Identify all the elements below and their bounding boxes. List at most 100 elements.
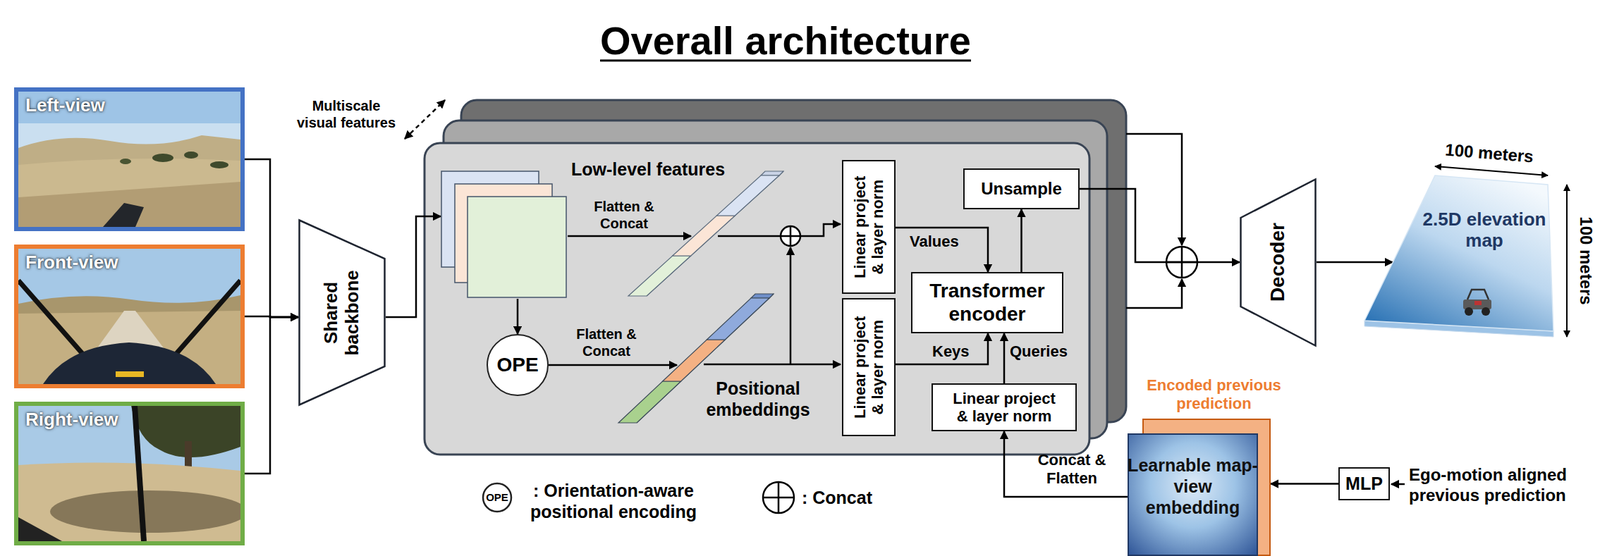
embedding-caption: Positional embeddings	[698, 377, 818, 421]
label-anchor: : Concat	[801, 487, 908, 509]
linear-project-box: Linear project & layer norm	[931, 383, 1077, 432]
embedding-bar-top	[750, 294, 774, 299]
vehicle-part	[102, 203, 144, 228]
bush	[152, 153, 174, 163]
legend-text: : Orientation-aware positional encoding	[518, 480, 709, 523]
label-anchor: Flatten & Concat	[567, 325, 646, 360]
bush	[119, 158, 132, 165]
input-label: Ego-motion aligned previous prediction	[1408, 465, 1597, 507]
connector	[895, 333, 988, 365]
camera-view: Left-view	[14, 87, 245, 232]
box-label: MLP	[1345, 473, 1383, 495]
connector	[1020, 209, 1023, 273]
connector	[1270, 483, 1339, 486]
flow-arrow	[567, 235, 692, 238]
connector	[1316, 261, 1393, 264]
label-anchor: OPE	[497, 497, 520, 511]
feature-map	[467, 196, 567, 298]
embedding-segment	[662, 339, 726, 382]
backbone-trapezoid: Shared backbone	[298, 219, 386, 407]
operation-label: Flatten & Concat	[567, 325, 646, 360]
dimension-line	[1434, 166, 1548, 176]
dashed-double-arrow	[404, 100, 445, 139]
rotated-label: Linear project & layer norm	[851, 313, 888, 423]
label-anchor: Multiscale visual features	[293, 97, 400, 132]
upsample-box: Unsample	[963, 168, 1080, 210]
token-segment	[716, 175, 780, 216]
box-label: Transformer encoder	[916, 279, 1058, 326]
token-segment	[628, 255, 692, 297]
rotated-label: Shared backbone	[320, 263, 364, 363]
shape-outline	[1364, 175, 1555, 338]
label-anchor: Overall architecture	[785, 40, 1157, 89]
roll-bar	[18, 280, 84, 355]
hills	[18, 135, 241, 228]
circle-label: OPE	[496, 353, 539, 377]
dimension-label: 100 meters	[1444, 140, 1534, 168]
legend-concat-sample	[762, 482, 795, 514]
camera-view: Front-view	[14, 244, 245, 389]
feature-note: Multiscale visual features	[293, 97, 400, 132]
connector	[1004, 431, 1128, 498]
dimension-line	[1566, 184, 1568, 338]
flow-line	[717, 235, 781, 238]
map-title: 2.5D elevation map	[1417, 209, 1552, 252]
concat-symbol	[780, 226, 801, 247]
decoder-trapezoid: Decoder	[1239, 178, 1317, 347]
dirt	[18, 181, 241, 228]
flow-arrow	[800, 224, 841, 237]
transformer-box: Transformer encoder	[911, 272, 1064, 334]
flow-arrow	[548, 364, 677, 367]
embedding-segment	[706, 298, 770, 340]
sky	[18, 91, 241, 228]
embedding-heading: Encoded previous prediction	[1127, 376, 1301, 414]
roll-bar	[175, 280, 241, 355]
hood-light	[115, 371, 144, 378]
feature-map-stack: Low-level features	[440, 170, 568, 299]
rotated-label: Linear project & layer norm	[851, 172, 888, 283]
label-anchor: Positional embeddings	[698, 377, 818, 421]
embedding-segment	[618, 381, 682, 424]
token-bar-top	[760, 171, 784, 176]
shape-outline	[440, 170, 568, 299]
vehicle-accent	[1474, 301, 1482, 306]
label-anchor: Ego-motion aligned previous prediction	[1408, 465, 1597, 507]
vehicle-part	[18, 517, 63, 542]
title: Overall architecture	[600, 16, 972, 65]
edge-label: Concat & Flatten	[1022, 451, 1122, 489]
stack-panel-front	[424, 143, 1090, 455]
grass	[18, 158, 241, 228]
box-label: Unsample	[980, 179, 1062, 199]
connector	[244, 317, 299, 474]
map-view-embedding: Encoded previous predictionLearnable map…	[1127, 418, 1271, 556]
vehicle-cage	[1467, 289, 1489, 300]
connector	[1079, 188, 1240, 263]
legend-sample-text: OPE	[485, 491, 509, 505]
flow-arrow	[1391, 483, 1405, 486]
camera-view: Right-view	[14, 401, 245, 546]
map-surface	[1364, 175, 1554, 332]
rotated-label: Decoder	[1266, 222, 1290, 302]
label-anchor: : Orientation-aware positional encoding	[518, 480, 709, 523]
mlp-box: MLP	[1338, 467, 1390, 501]
ope-circle: OPE	[486, 334, 549, 397]
connector	[385, 216, 441, 318]
bush	[210, 161, 229, 169]
dimension-label: 100 meters	[1576, 216, 1597, 305]
label-anchor: 100 meters	[1585, 260, 1600, 282]
edge-label: Values	[909, 232, 960, 252]
flow-arrow	[1126, 279, 1182, 309]
legend-concat-cross	[762, 482, 795, 514]
trapezoid-outline	[1241, 179, 1316, 347]
connector	[516, 298, 519, 335]
feature-heading: Low-level features	[571, 159, 725, 180]
view-label: Right-view	[25, 408, 118, 431]
concat-cross	[780, 226, 801, 247]
edge-label: Queries	[1009, 342, 1068, 362]
edge-label: Keys	[932, 342, 970, 362]
legend-text: : Concat	[801, 487, 908, 509]
vehicle-wheel	[1464, 307, 1474, 316]
roll-bar	[134, 406, 144, 542]
connector	[244, 159, 299, 318]
elevation-map: 2.5D elevation map	[1364, 175, 1555, 338]
